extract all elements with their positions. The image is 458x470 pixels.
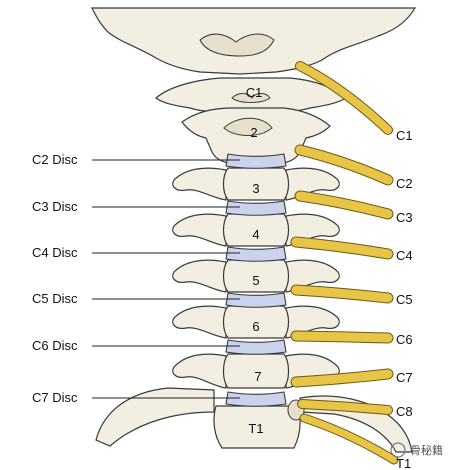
vertebra-label: 7 <box>254 369 261 384</box>
nerve-label: C6 <box>396 332 413 347</box>
foramen-magnum-edge <box>199 33 275 57</box>
disc-label: C5 Disc <box>32 291 78 306</box>
watermark: 骨秘籍 <box>390 442 443 458</box>
nerve-label: C7 <box>396 370 413 385</box>
labels-group: C2 Disc C3 Disc C4 Disc C5 Disc C6 Disc C7 Di… <box>32 85 413 470</box>
nerve-label: C4 <box>396 248 413 263</box>
vertebra-c3 <box>172 167 340 201</box>
disc-2 <box>225 153 287 169</box>
vertebra-c6 <box>172 305 340 339</box>
nerve-root <box>290 368 394 388</box>
disc-label: C6 Disc <box>32 338 78 353</box>
disc-label: C4 Disc <box>32 245 78 260</box>
vertebra-label: 6 <box>252 319 259 334</box>
nerve-label: C1 <box>396 128 413 143</box>
nerve-root <box>297 399 393 415</box>
vertebra-label: 4 <box>252 227 259 242</box>
disc-leader-lines <box>92 159 240 399</box>
nerve-root <box>295 61 393 135</box>
nerve-root <box>299 413 399 465</box>
vertebra-c1 <box>155 77 348 112</box>
watermark-text: 骨秘籍 <box>410 443 443 457</box>
disc-label: C2 Disc <box>32 152 78 167</box>
discs-group <box>225 153 287 407</box>
vertebra-c5 <box>172 259 340 293</box>
vertebra-label: T1 <box>248 421 263 436</box>
nerve-root <box>294 190 394 220</box>
nerve-root <box>290 284 394 304</box>
nerves-group <box>290 61 399 465</box>
disc-7 <box>225 391 287 407</box>
disc-label: C3 Disc <box>32 199 78 214</box>
nerve-label: C2 <box>396 176 413 191</box>
disc-4 <box>225 246 287 262</box>
nerve-label: T1 <box>396 456 411 470</box>
nerve-label: C8 <box>396 404 413 419</box>
nerve-label: C3 <box>396 210 413 225</box>
nerve-root <box>290 236 394 260</box>
nerve-root <box>294 144 394 186</box>
vertebra-label: 2 <box>250 125 257 140</box>
watermark-logo-icon <box>390 442 406 458</box>
disc-label: C7 Disc <box>32 390 78 405</box>
disc-3 <box>225 200 287 216</box>
vertebra-label: C1 <box>246 85 263 100</box>
vertebra-c7 <box>172 353 340 389</box>
nerve-root <box>290 330 394 344</box>
vertebrae-group <box>172 167 340 389</box>
nerve-label: C5 <box>396 292 413 307</box>
disc-5 <box>225 292 287 308</box>
disc-6 <box>225 339 287 355</box>
vertebra-label: 3 <box>252 181 259 196</box>
vertebra-label: 5 <box>252 273 259 288</box>
